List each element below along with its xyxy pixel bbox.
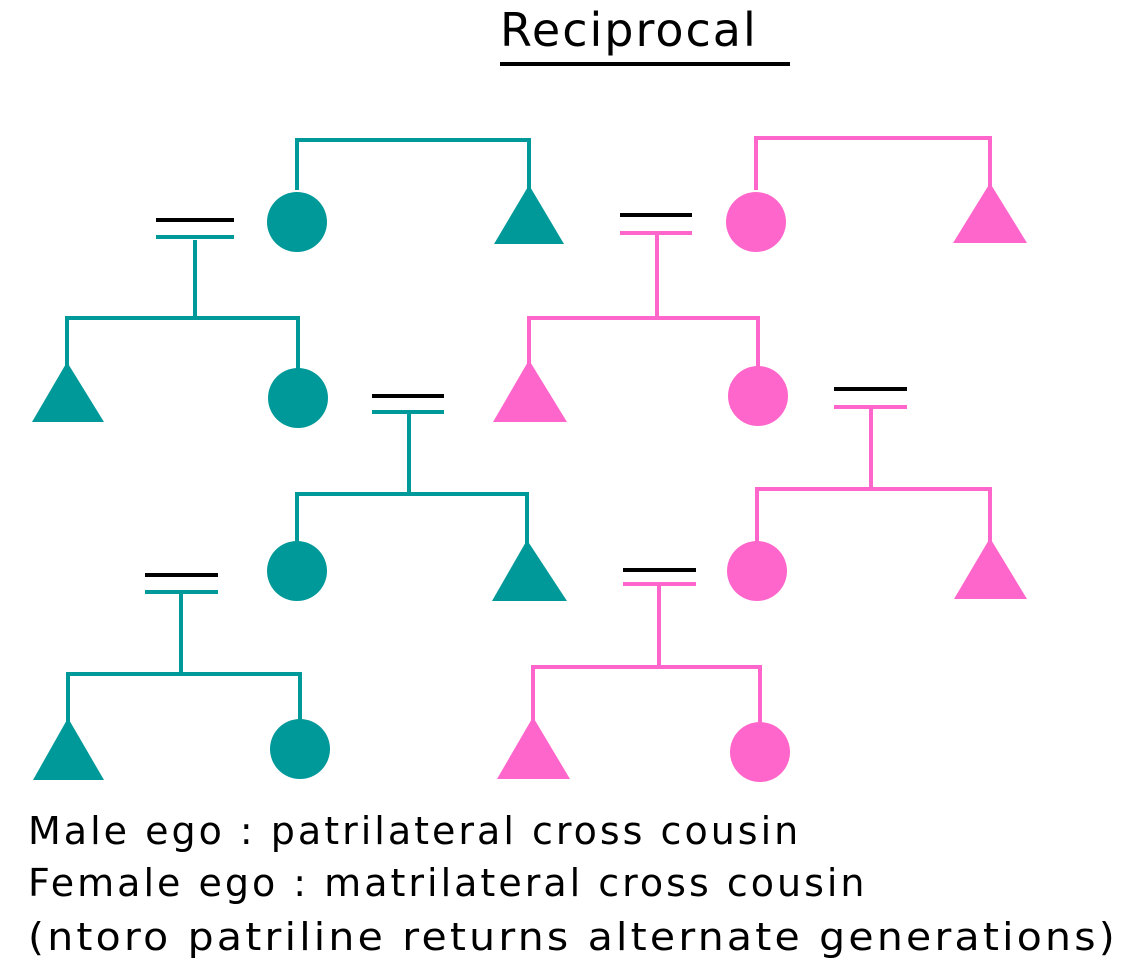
male-triangle-icon [494,185,564,244]
pink-sibling-link-gen3 [755,487,992,545]
female-circle-icon [268,368,328,428]
marriage-symbol [372,394,444,414]
teal-lineage [65,138,531,722]
male-triangle-icon [497,717,570,779]
teal-sibling-link-gen1 [295,138,531,190]
pink-lineage [527,136,992,722]
male-triangle-icon [492,540,567,601]
caption-line-male-ego: Male ego : patrilateral cross cousin [28,809,801,853]
female-circle-icon [726,192,786,252]
diagram-title: Reciprocal [500,3,758,57]
female-circle-icon [267,192,327,252]
caption-line-female-ego: Female ego : matrilateral cross cousin [28,861,868,905]
male-triangle-icon [32,362,104,422]
male-triangle-icon [954,538,1027,599]
teal-sibling-link-gen4 [66,672,302,722]
marriage-symbol [145,573,218,594]
pink-sibling-link-gen1 [754,136,992,190]
male-triangle-icon [953,183,1027,243]
marriage-symbol [623,568,696,586]
pink-individuals [493,183,1027,782]
female-circle-icon [727,541,787,601]
marriage-symbol [834,387,907,409]
marriage-symbol [620,213,692,235]
female-circle-icon [270,719,330,779]
marriage-symbol [156,218,234,239]
teal-individuals [32,185,567,780]
teal-sibling-link-gen2 [65,316,300,370]
female-circle-icon [267,541,327,601]
male-triangle-icon [33,718,104,780]
female-circle-icon [728,366,788,426]
female-circle-icon [730,722,790,782]
caption-line-ntoro: (ntoro patriline returns alternate gener… [28,915,1118,959]
pink-sibling-link-gen2 [527,316,760,370]
pink-sibling-link-gen4 [531,665,762,722]
teal-sibling-link-gen3 [295,492,529,545]
male-triangle-icon [493,360,567,422]
